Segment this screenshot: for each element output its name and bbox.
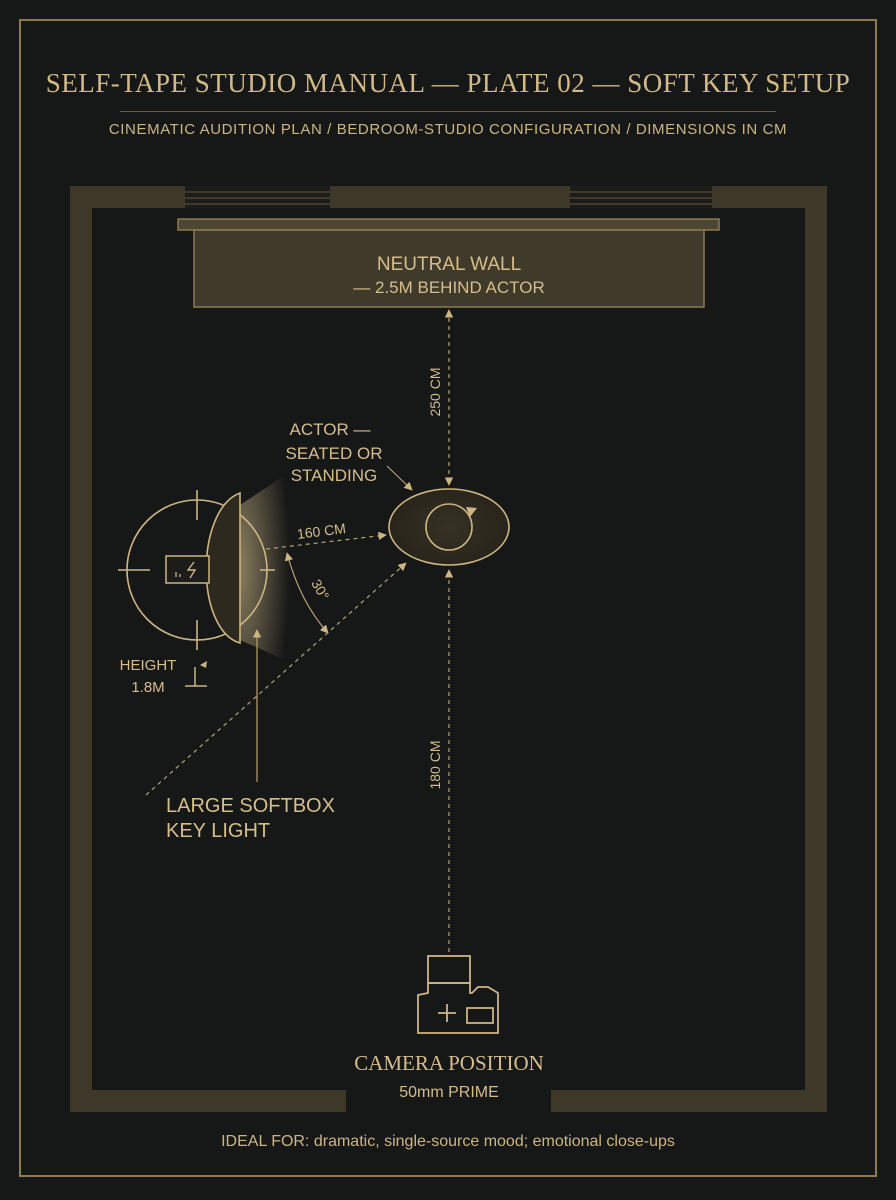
softbox-label-line2: KEY LIGHT <box>166 820 270 842</box>
title-rule <box>120 111 776 112</box>
height-label-line2: 1.8M <box>131 679 164 696</box>
dim-camera-actor-label: 180 CM <box>427 740 443 789</box>
wall-label-line2: — 2.5M BEHIND ACTOR <box>353 278 544 297</box>
dim-wall-actor-label: 250 CM <box>427 367 443 416</box>
window-left <box>185 186 330 208</box>
actor-label-line3: STANDING <box>291 466 378 485</box>
plate-title: SELF-TAPE STUDIO MANUAL — PLATE 02 — SOF… <box>45 68 851 98</box>
light-stand-icon <box>185 661 207 687</box>
actor-label-line2: SEATED OR <box>286 444 383 463</box>
footer-note: IDEAL FOR: dramatic, single-source mood;… <box>221 1133 675 1150</box>
camera-title: CAMERA POSITION <box>354 1051 544 1075</box>
angle-label: 30° <box>308 576 332 602</box>
softbox-label-line1: LARGE SOFTBOX <box>166 795 335 817</box>
light-beam <box>240 472 290 662</box>
dim-light-actor-label: 160 CM <box>296 520 347 542</box>
angle-arc <box>284 552 329 634</box>
key-light-axis <box>145 562 407 796</box>
actor-label-line1: ACTOR — <box>290 420 371 439</box>
camera-lens: 50mm PRIME <box>399 1084 499 1101</box>
actor-mark <box>388 488 510 566</box>
neutral-wall: NEUTRAL WALL — 2.5M BEHIND ACTOR <box>177 218 720 308</box>
softbox-key-light <box>118 490 275 650</box>
camera-icon <box>417 955 499 1034</box>
plate-subtitle: CINEMATIC AUDITION PLAN / BEDROOM-STUDIO… <box>108 121 788 138</box>
window-right <box>570 186 712 208</box>
room-walls <box>70 186 827 1112</box>
height-label-line1: HEIGHT <box>120 657 177 674</box>
wall-label-line1: NEUTRAL WALL <box>377 254 521 275</box>
actor-leader <box>386 465 413 491</box>
